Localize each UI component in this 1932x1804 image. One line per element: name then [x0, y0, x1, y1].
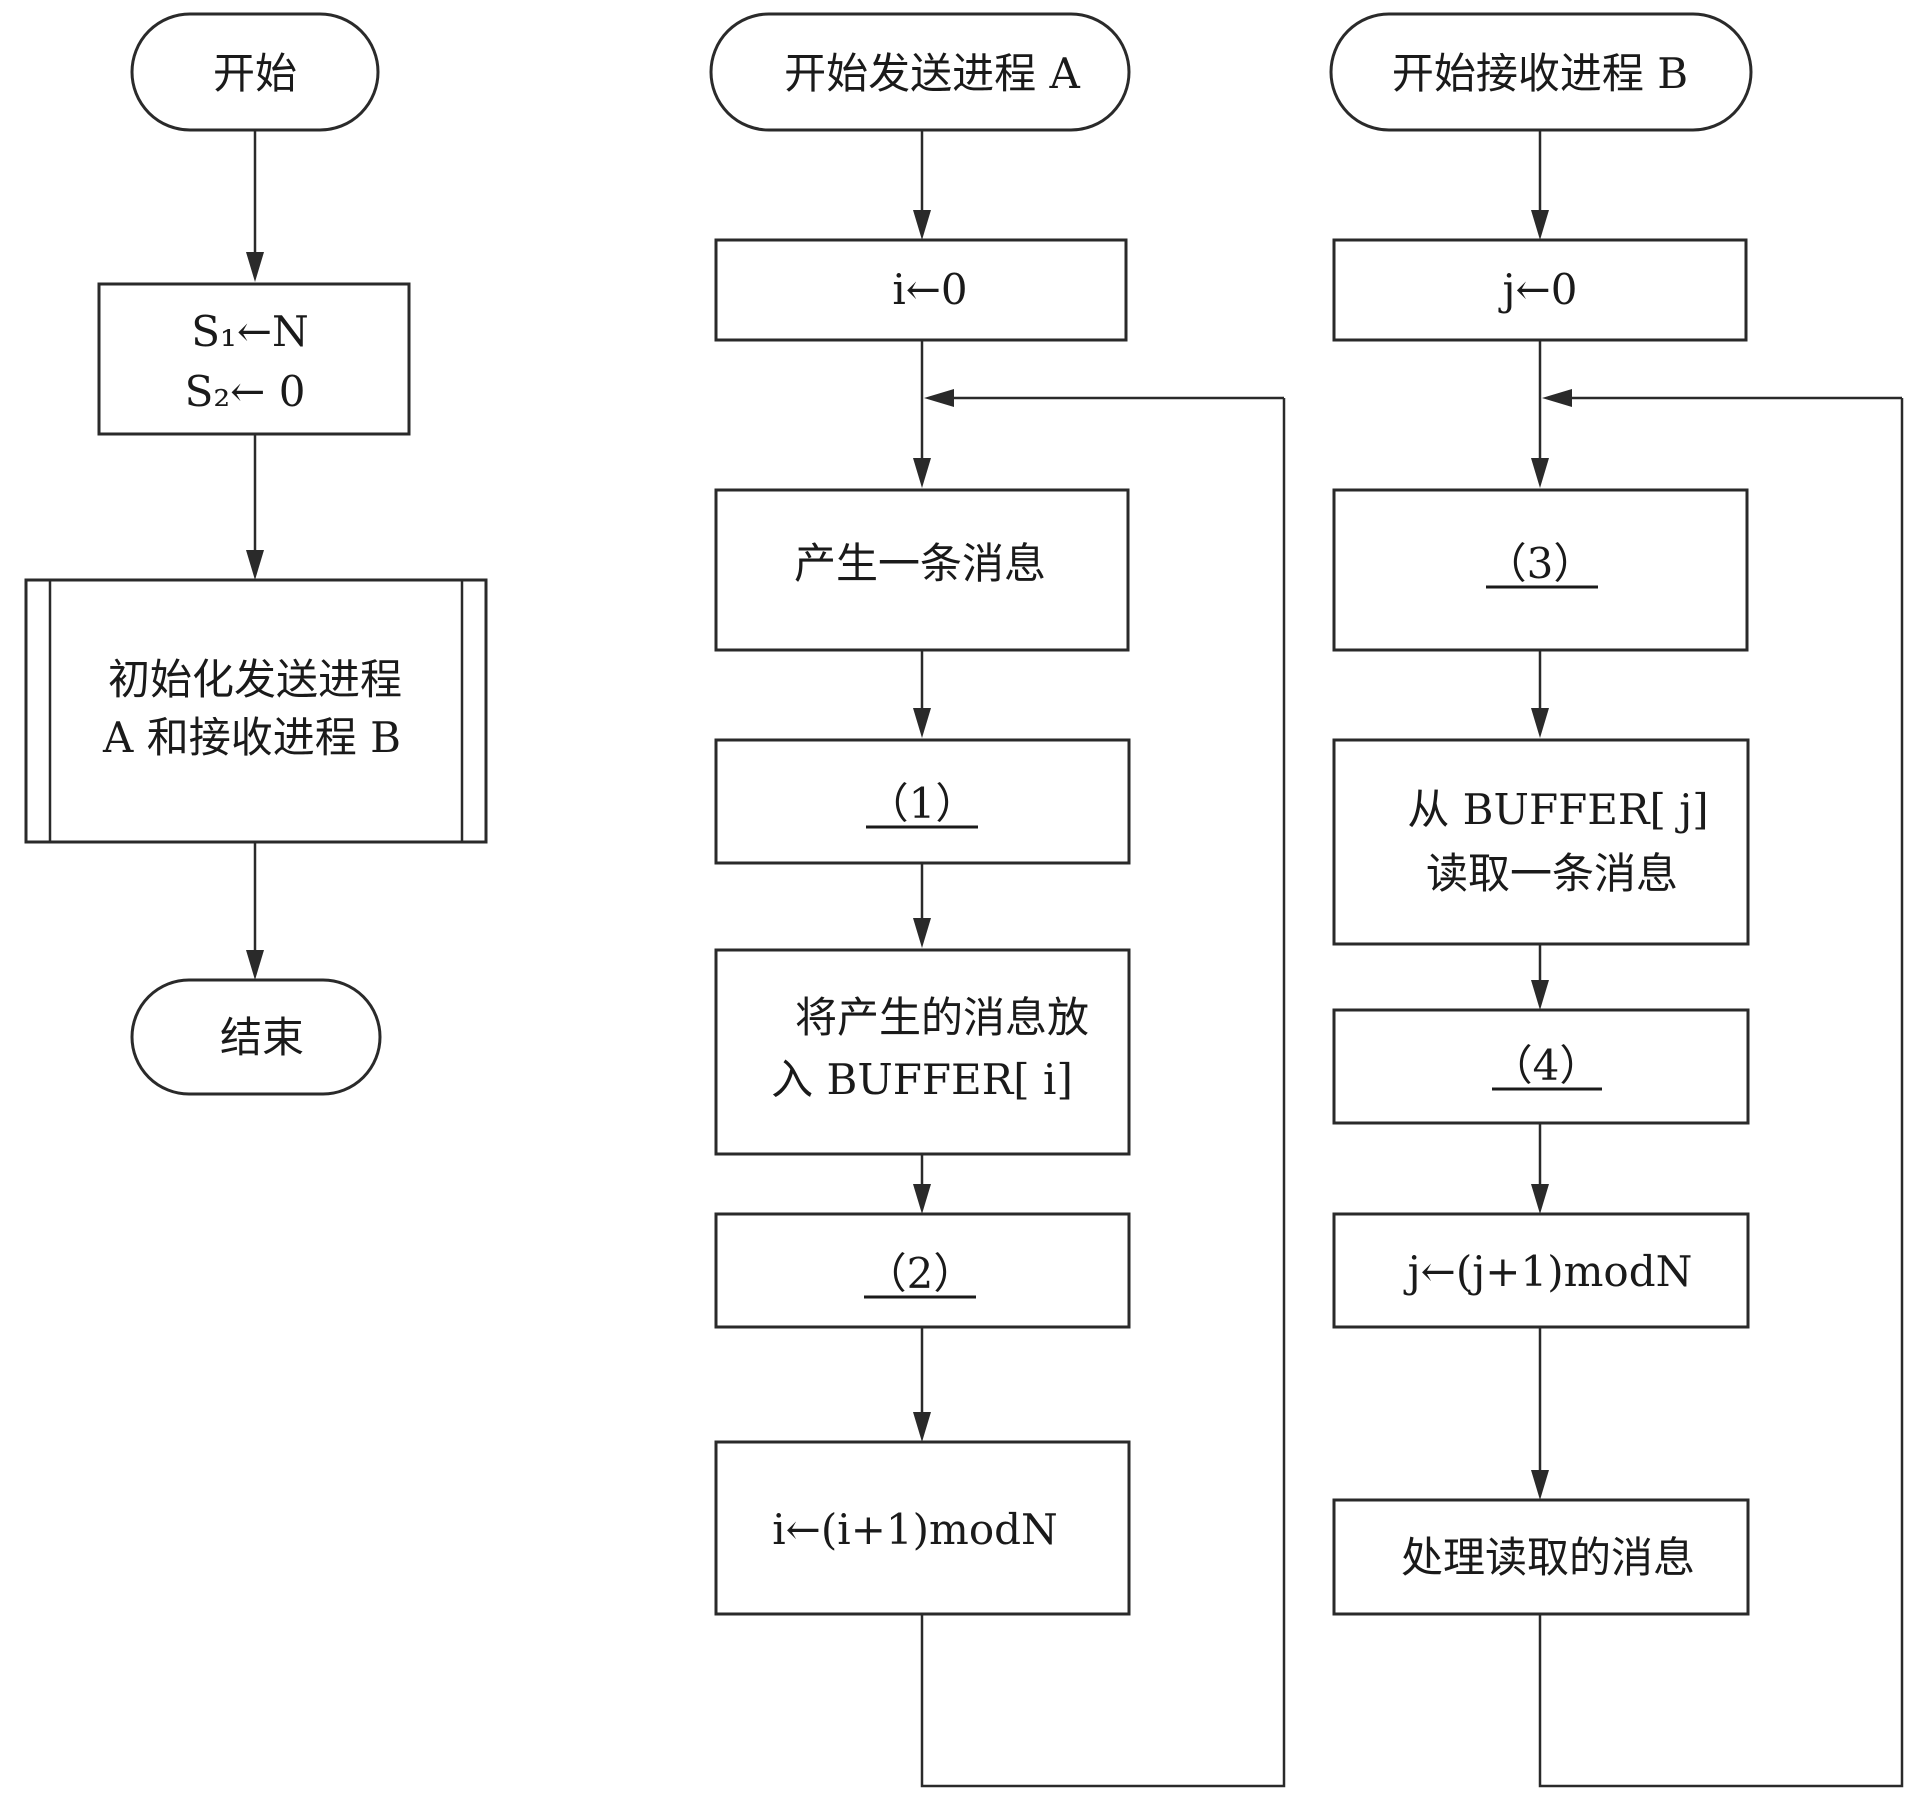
loop-merge-arrowhead — [1542, 389, 1572, 407]
sender-start-terminal — [709, 12, 1131, 132]
blank4-label: （4） — [1491, 1041, 1602, 1090]
j-init-box — [1332, 238, 1748, 342]
blank4-box — [1332, 1008, 1750, 1125]
blank1-label: （1） — [867, 779, 978, 828]
sender-loop-path — [920, 398, 1286, 1788]
end-terminal — [130, 978, 382, 1096]
read-message-line2: 读取一条消息 — [1426, 849, 1678, 898]
arrowhead — [913, 210, 931, 240]
receiver-loop-path — [1538, 398, 1904, 1788]
blank3-label: （3） — [1485, 539, 1596, 588]
init-process-line1: 初始化发送进程 — [108, 655, 402, 704]
receiver-process-column: 开始接收进程 B j←0 （3） 从 BUFFER[ j] 读取一条消息 （4）… — [1329, 12, 1904, 1788]
produce-message-box — [714, 488, 1130, 652]
start-label: 开始 — [213, 49, 297, 98]
put-message-line2: 入 BUFFER[ i] — [771, 1055, 1073, 1104]
process-message-label: 处理读取的消息 — [1401, 1533, 1695, 1582]
arrowhead — [913, 918, 931, 948]
s2-assign-label: S₂← 0 — [185, 367, 306, 416]
blank2-box — [714, 1212, 1131, 1329]
read-message-line1: 从 BUFFER[ j] — [1407, 785, 1708, 834]
j-init-label: j←0 — [1498, 265, 1578, 314]
arrowhead — [1531, 458, 1549, 488]
arrowhead — [1531, 708, 1549, 738]
arrowhead — [1531, 980, 1549, 1010]
s1-assign-label: S₁←N — [191, 307, 309, 356]
loop-merge-arrowhead — [924, 389, 954, 407]
arrowhead — [913, 1412, 931, 1442]
i-init-box — [714, 238, 1128, 342]
i-increment-box — [714, 1440, 1131, 1616]
init-process-line2: A 和接收进程 B — [102, 713, 401, 762]
produce-message-label: 产生一条消息 — [794, 539, 1046, 588]
arrowhead — [1531, 1470, 1549, 1500]
read-message-box — [1332, 738, 1750, 946]
arrowhead — [913, 1184, 931, 1214]
arrowhead — [1531, 210, 1549, 240]
put-message-box — [714, 948, 1131, 1156]
blank2-label: （2） — [865, 1249, 976, 1298]
init-process-box — [24, 578, 488, 844]
arrowhead — [913, 458, 931, 488]
sender-start-label: 开始发送进程 A — [784, 49, 1080, 98]
arrowhead — [246, 252, 264, 282]
arrowhead — [913, 708, 931, 738]
i-increment-label: i←(i+1)modN — [772, 1505, 1058, 1554]
j-increment-box — [1332, 1212, 1750, 1329]
arrowhead — [246, 550, 264, 580]
sender-process-column: 开始发送进程 A i←0 产生一条消息 （1） 将产生的消息放 入 BUFFER… — [709, 12, 1286, 1788]
blank3-box — [1332, 488, 1749, 652]
receiver-start-label: 开始接收进程 B — [1392, 49, 1688, 98]
blank1-box — [714, 738, 1131, 865]
end-label: 结束 — [220, 1013, 304, 1062]
arrowhead — [246, 950, 264, 980]
main-program-column: 开始 S₁←N S₂← 0 初始化发送进程 A 和接收进程 B 结束 — [24, 12, 488, 1096]
i-init-label: i←0 — [892, 265, 967, 314]
arrowhead — [1531, 1184, 1549, 1214]
semaphore-init-box — [97, 282, 411, 436]
put-message-line1: 将产生的消息放 — [795, 993, 1089, 1042]
j-increment-label: j←(j+1)modN — [1403, 1247, 1693, 1296]
